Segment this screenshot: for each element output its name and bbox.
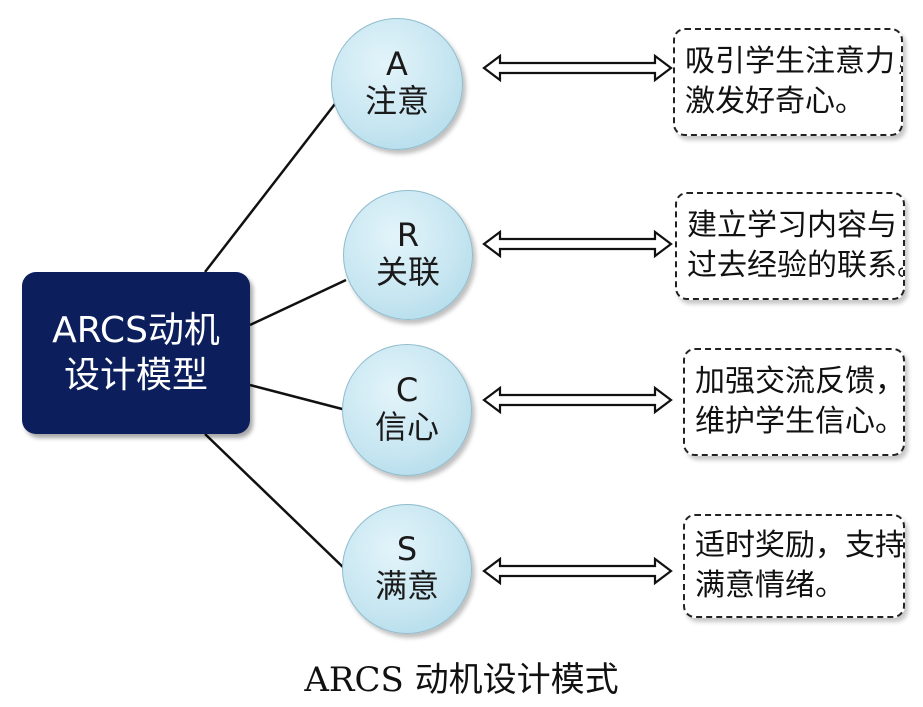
circle-node-c: C 信心 [342,344,472,476]
connector-line-s [204,433,347,571]
double-arrow-r [482,229,673,259]
desc-line: 过去经验的联系。 [687,248,905,283]
desc-box-a: 吸引学生注意力， 激发好奇心。 [673,28,903,136]
desc-line: 激发好奇心。 [685,84,865,119]
desc-box-r: 建立学习内容与 过去经验的联系。 [675,192,905,300]
desc-line: 满意情绪。 [695,568,845,603]
circle-node-a: A 注意 [331,18,463,150]
desc-box-s: 适时奖励，支持 满意情绪。 [683,514,905,618]
center-title-line2: 设计模型 [63,355,208,396]
desc-box-c: 加强交流反馈， 维护学生信心。 [683,348,905,456]
desc-line: 适时奖励，支持 [695,527,905,563]
circle-node-r: R 关联 [343,190,473,320]
connector-line-a [204,99,339,273]
node-letter: A [386,45,408,84]
circle-node-s: S 满意 [342,504,472,634]
node-word: 信心 [374,408,439,447]
center-model-box: ARCS动机 设计模型 [22,272,250,434]
node-word: 关联 [375,253,440,292]
node-word: 满意 [374,567,439,606]
double-arrow-c [482,385,673,415]
connector-line-r [249,278,347,327]
connector-line-c [249,383,347,412]
node-letter: C [395,371,419,410]
figure-caption: ARCS 动机设计模式 [304,660,619,700]
double-arrow-a [482,53,673,83]
node-letter: S [396,530,418,569]
center-title-line1: ARCS动机 [52,310,220,351]
node-letter: R [396,216,420,255]
desc-line: 吸引学生注意力， [685,43,903,79]
desc-line: 加强交流反馈， [695,363,905,399]
desc-line: 建立学习内容与 [687,207,897,243]
double-arrow-s [482,556,673,586]
desc-line: 维护学生信心。 [695,404,905,439]
node-word: 注意 [364,82,429,121]
